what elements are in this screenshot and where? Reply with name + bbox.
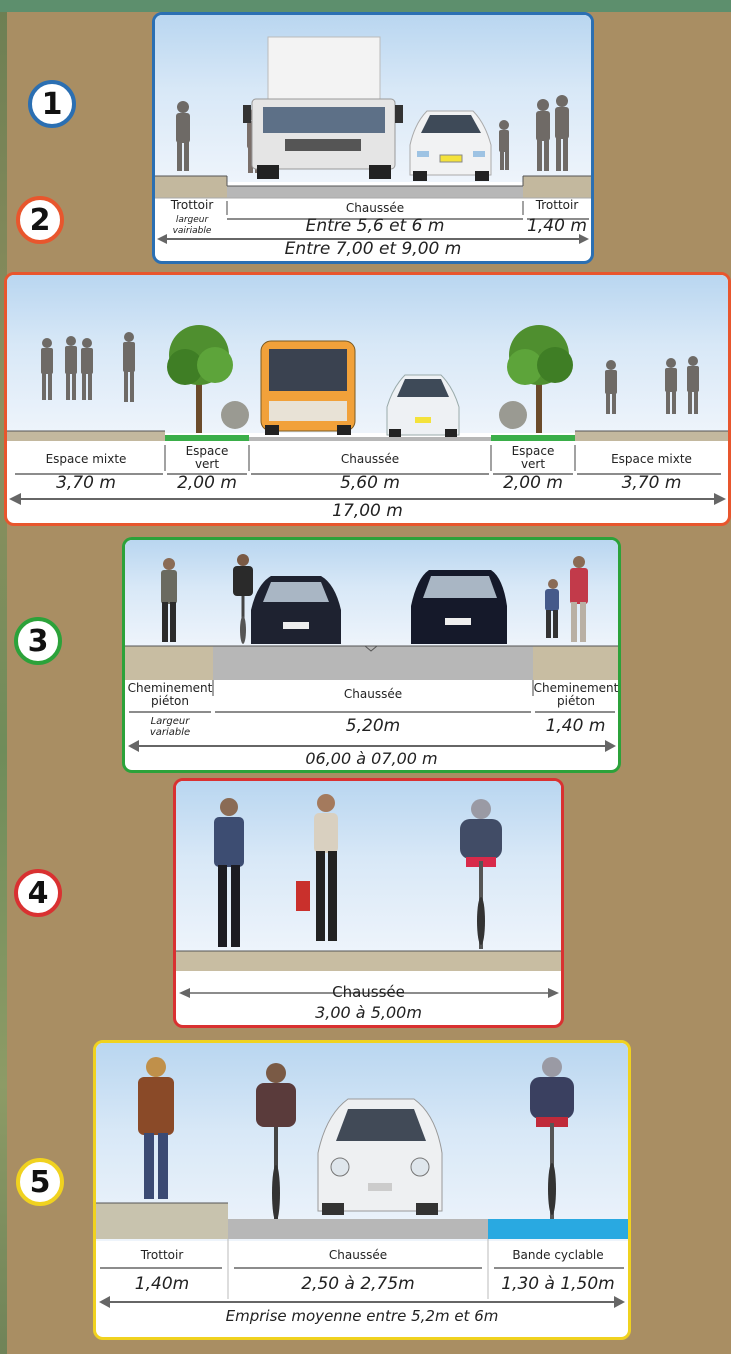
footpath-right (533, 646, 618, 680)
pedestrian-icon (176, 101, 190, 171)
dimension-arrows (128, 711, 616, 752)
section-1-scene (155, 36, 591, 244)
dim-center: 5,60 m (340, 473, 400, 493)
dimension-arrows (157, 218, 589, 244)
section-4-scene (176, 794, 561, 998)
dim-left: 1,40m (134, 1274, 190, 1294)
label-mixed-right: Espace mixte (611, 452, 692, 466)
label-right: Trottoir (535, 198, 579, 212)
section-3-panel: Cheminement piéton Largeur variable Chau… (122, 537, 621, 773)
section-5-scene (96, 1057, 628, 1308)
pedestrian-icon (161, 558, 177, 642)
roadway (227, 186, 523, 198)
sidewalk-left (155, 176, 227, 198)
section-1-badge: 1 (28, 80, 76, 128)
label-green-right: Espace vert (511, 444, 555, 471)
car-icon (386, 374, 460, 439)
pedestrian-icon (214, 798, 244, 947)
section-3-scene (125, 554, 618, 752)
label-green-left: Espace vert (185, 444, 229, 471)
dimension-arrows (9, 473, 726, 505)
cyclist-icon (460, 799, 502, 949)
car-icon (411, 570, 507, 644)
pedestrian-group-icon (605, 356, 699, 414)
dim-green-right: 2,00 m (503, 473, 563, 493)
label-center: Chaussée (345, 201, 405, 215)
top-bar (0, 0, 731, 12)
roadway (213, 646, 533, 680)
aerial-photo-strip (0, 12, 7, 1354)
green-space-left (165, 435, 249, 441)
roadway (228, 1219, 488, 1239)
pedestrian-group-icon (41, 332, 135, 402)
label-center: Chaussée (340, 452, 400, 466)
pedestrian-icon (296, 794, 338, 941)
section-2-scene (7, 325, 728, 505)
note-left: largeur vairiable (172, 215, 212, 236)
label-left: Trottoir (170, 198, 214, 212)
sidewalk (96, 1203, 228, 1239)
dim-total: 17,00 m (332, 501, 403, 521)
dim-total: Entre 7,00 et 9,00 m (284, 239, 462, 259)
sidewalk-right (523, 176, 591, 198)
cyclist-icon (256, 1063, 296, 1223)
car-icon (251, 576, 341, 644)
section-2-badge: 2 (16, 196, 64, 244)
label-right: Bande cyclable (512, 1248, 604, 1262)
pedestrian-group-icon (545, 556, 588, 642)
bus-icon (260, 340, 356, 435)
dim-green-left: 2,00 m (177, 473, 237, 493)
dim-total: 3,00 à 5,00m (315, 1003, 422, 1022)
truck-icon (243, 36, 403, 179)
label-center: Chaussée (343, 687, 403, 701)
footpath-left (125, 646, 213, 680)
tree-icon (499, 325, 573, 433)
label-center: Chaussée (328, 1248, 388, 1262)
cyclist-icon (233, 554, 253, 644)
pedestrian-icon (138, 1057, 174, 1199)
section-3-badge: 3 (14, 617, 62, 665)
car-icon (317, 1098, 443, 1215)
dim-center: 2,50 à 2,75m (301, 1274, 415, 1294)
mixed-space-right (575, 431, 728, 441)
dim-right: 1,30 à 1,50m (501, 1274, 615, 1294)
section-5-badge: 5 (16, 1158, 64, 1206)
dim-mixed-left: 3,70 m (56, 473, 116, 493)
cyclist-icon (530, 1057, 574, 1219)
label-left: Cheminement piéton (127, 681, 213, 708)
bike-lane (488, 1219, 628, 1239)
car-icon (409, 110, 492, 181)
dim-center: 5,20m (345, 716, 401, 736)
section-4-panel: Chaussée 3,00 à 5,00m (173, 778, 564, 1028)
dim-center: Entre 5,6 et 6 m (305, 216, 445, 236)
tree-icon (167, 325, 249, 433)
pedestrian-group-icon (499, 95, 569, 171)
section-5-panel: Trottoir Chaussée Bande cyclable 1,40m 2… (93, 1040, 631, 1340)
dim-right: 1,40 m (527, 216, 587, 236)
dim-mixed-right: 3,70 m (621, 473, 682, 493)
roadway (249, 437, 491, 441)
dim-right: 1,40 m (545, 716, 606, 736)
roadway-surface (176, 951, 561, 971)
section-1-panel: Trottoir largeur vairiable Chaussée Trot… (152, 12, 594, 264)
mixed-space-left (7, 431, 165, 441)
dim-total: Emprise moyenne entre 5,2m et 6m (225, 1307, 499, 1325)
dimension-arrows (99, 1267, 625, 1308)
section-2-panel: Espace mixte Espace vert Chaussée Espace… (4, 272, 731, 526)
dim-total: 06,00 à 07,00 m (305, 749, 438, 768)
section-4-badge: 4 (14, 869, 62, 917)
label-right: Cheminement piéton (533, 681, 619, 708)
green-space-right (491, 435, 575, 441)
note-left: Largeur variable (149, 716, 191, 738)
dimension-arrows (179, 988, 559, 998)
label-mixed-left: Espace mixte (45, 452, 127, 466)
label-center: Chaussée (332, 983, 405, 1001)
label-left: Trottoir (140, 1248, 184, 1262)
